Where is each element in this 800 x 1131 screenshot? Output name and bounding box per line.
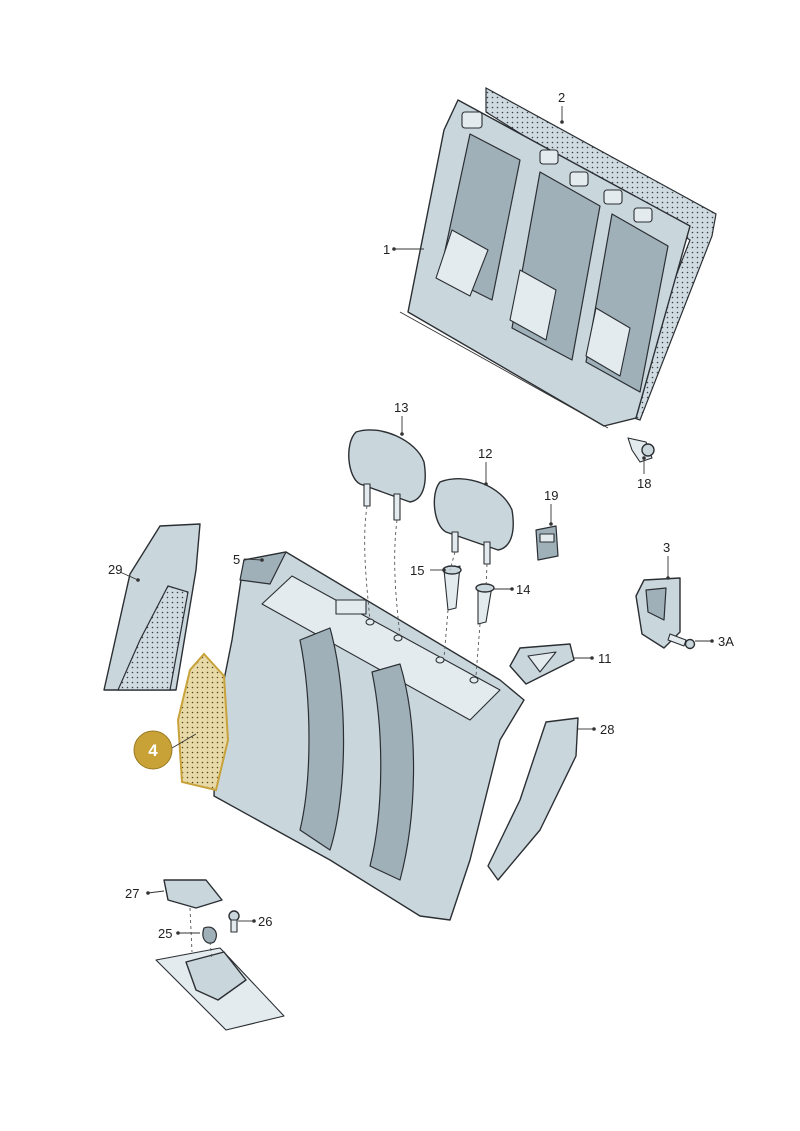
svg-text:26: 26 bbox=[258, 914, 272, 929]
svg-text:2: 2 bbox=[558, 90, 565, 105]
part-1-backrest-frame bbox=[399, 99, 691, 429]
part-27-hinge-cover bbox=[163, 879, 223, 909]
part-28-side-trim bbox=[487, 717, 579, 881]
label-p13: 13 bbox=[394, 400, 408, 436]
label-p27: 27 bbox=[125, 886, 165, 901]
label-p2: 2 bbox=[558, 90, 565, 124]
label-p5: 5 bbox=[233, 552, 264, 567]
svg-text:11: 11 bbox=[598, 651, 612, 666]
part-15-guide-sleeve bbox=[442, 565, 462, 611]
part-18-bolt bbox=[627, 437, 655, 463]
label-p12: 12 bbox=[478, 446, 492, 486]
part-12-headrest bbox=[433, 478, 514, 565]
assembly-lines bbox=[189, 505, 488, 961]
svg-text:12: 12 bbox=[478, 446, 492, 461]
svg-text:3: 3 bbox=[663, 540, 670, 555]
svg-text:3A: 3A bbox=[718, 634, 734, 649]
label-p26: 26 bbox=[238, 914, 272, 929]
label-p3: 3 bbox=[663, 540, 670, 580]
hinge-mount-base bbox=[155, 947, 285, 1031]
svg-text:1: 1 bbox=[383, 242, 390, 257]
label-p25: 25 bbox=[158, 926, 200, 941]
part-5-backrest-cushion bbox=[213, 551, 525, 921]
part-11-cover-plate bbox=[509, 643, 575, 685]
part-19-clip bbox=[535, 525, 559, 561]
label-p19: 19 bbox=[544, 488, 558, 526]
svg-text:14: 14 bbox=[516, 582, 530, 597]
part-3-bracket bbox=[635, 577, 681, 649]
part-3a-screw bbox=[667, 633, 696, 650]
svg-text:13: 13 bbox=[394, 400, 408, 415]
callout-p4: 4 bbox=[133, 730, 197, 770]
label-p3a: 3A bbox=[695, 634, 734, 649]
label-p11: 11 bbox=[574, 651, 612, 666]
part-29-side-bolster bbox=[103, 523, 201, 691]
part-25-clip-ring bbox=[202, 926, 217, 944]
part-4-side-foam-highlighted bbox=[176, 652, 230, 792]
svg-text:18: 18 bbox=[637, 476, 651, 491]
label-p28: 28 bbox=[578, 722, 614, 737]
svg-text:5: 5 bbox=[233, 552, 240, 567]
label-p29: 29 bbox=[108, 562, 140, 582]
svg-text:4: 4 bbox=[148, 741, 158, 760]
label-p1: 1 bbox=[383, 242, 424, 257]
label-p14: 14 bbox=[494, 582, 530, 597]
part-13-headrest bbox=[348, 429, 426, 521]
svg-text:25: 25 bbox=[158, 926, 172, 941]
label-p15: 15 bbox=[410, 563, 446, 578]
label-p18: 18 bbox=[637, 456, 651, 491]
svg-text:15: 15 bbox=[410, 563, 424, 578]
svg-text:28: 28 bbox=[600, 722, 614, 737]
part-14-guide-sleeve bbox=[475, 583, 495, 625]
part-26-screw bbox=[228, 910, 240, 933]
svg-text:19: 19 bbox=[544, 488, 558, 503]
svg-text:27: 27 bbox=[125, 886, 139, 901]
svg-text:29: 29 bbox=[108, 562, 122, 577]
